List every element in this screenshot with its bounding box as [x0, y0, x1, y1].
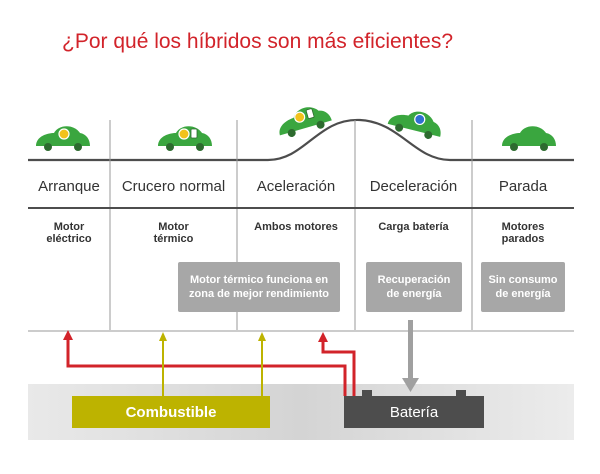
thermal-zone-note: Motor térmico funciona en zona de mejor … — [178, 262, 340, 312]
stage-label-parada: Parada — [498, 178, 548, 195]
car-icon — [36, 126, 90, 151]
electric-flow-arrow — [321, 342, 356, 396]
motor-label-deceleracion: Carga batería — [378, 221, 449, 233]
energy-recovery-note: Recuperación de energía — [366, 262, 462, 312]
stage-label-arranque: Arranque — [38, 178, 100, 195]
car-icon — [158, 126, 212, 151]
no-consumption-note: Sin consumo de energía — [481, 262, 565, 312]
battery-terminal — [456, 390, 466, 397]
battery-box: Batería — [344, 396, 484, 428]
page-title: ¿Por qué los híbridos son más eficientes… — [62, 30, 454, 53]
recovery-flow-arrow — [408, 320, 413, 380]
arrow-head — [318, 332, 328, 342]
arrow-head — [402, 378, 419, 392]
road-line — [28, 118, 574, 162]
motor-label-parada: Motores parados — [501, 221, 545, 245]
electric-flow-arrow — [66, 338, 347, 396]
motor-label-arranque: Motor eléctrico — [46, 221, 92, 245]
stage-label-deceleracion: Deceleración — [369, 178, 458, 195]
stage-label-aceleracion: Aceleración — [256, 178, 336, 195]
motor-label-crucero: Motor térmico — [153, 221, 194, 245]
car-icon — [387, 111, 441, 139]
fuel-box: Combustible — [72, 396, 270, 428]
arrow-head — [159, 332, 167, 341]
arrow-head — [258, 332, 266, 341]
battery-terminal — [362, 390, 372, 397]
car-icon — [502, 126, 556, 151]
stage-label-crucero: Crucero normal — [121, 178, 226, 195]
arrow-head — [63, 330, 73, 340]
car-icon — [279, 107, 332, 137]
motor-label-aceleracion: Ambos motores — [254, 221, 338, 233]
